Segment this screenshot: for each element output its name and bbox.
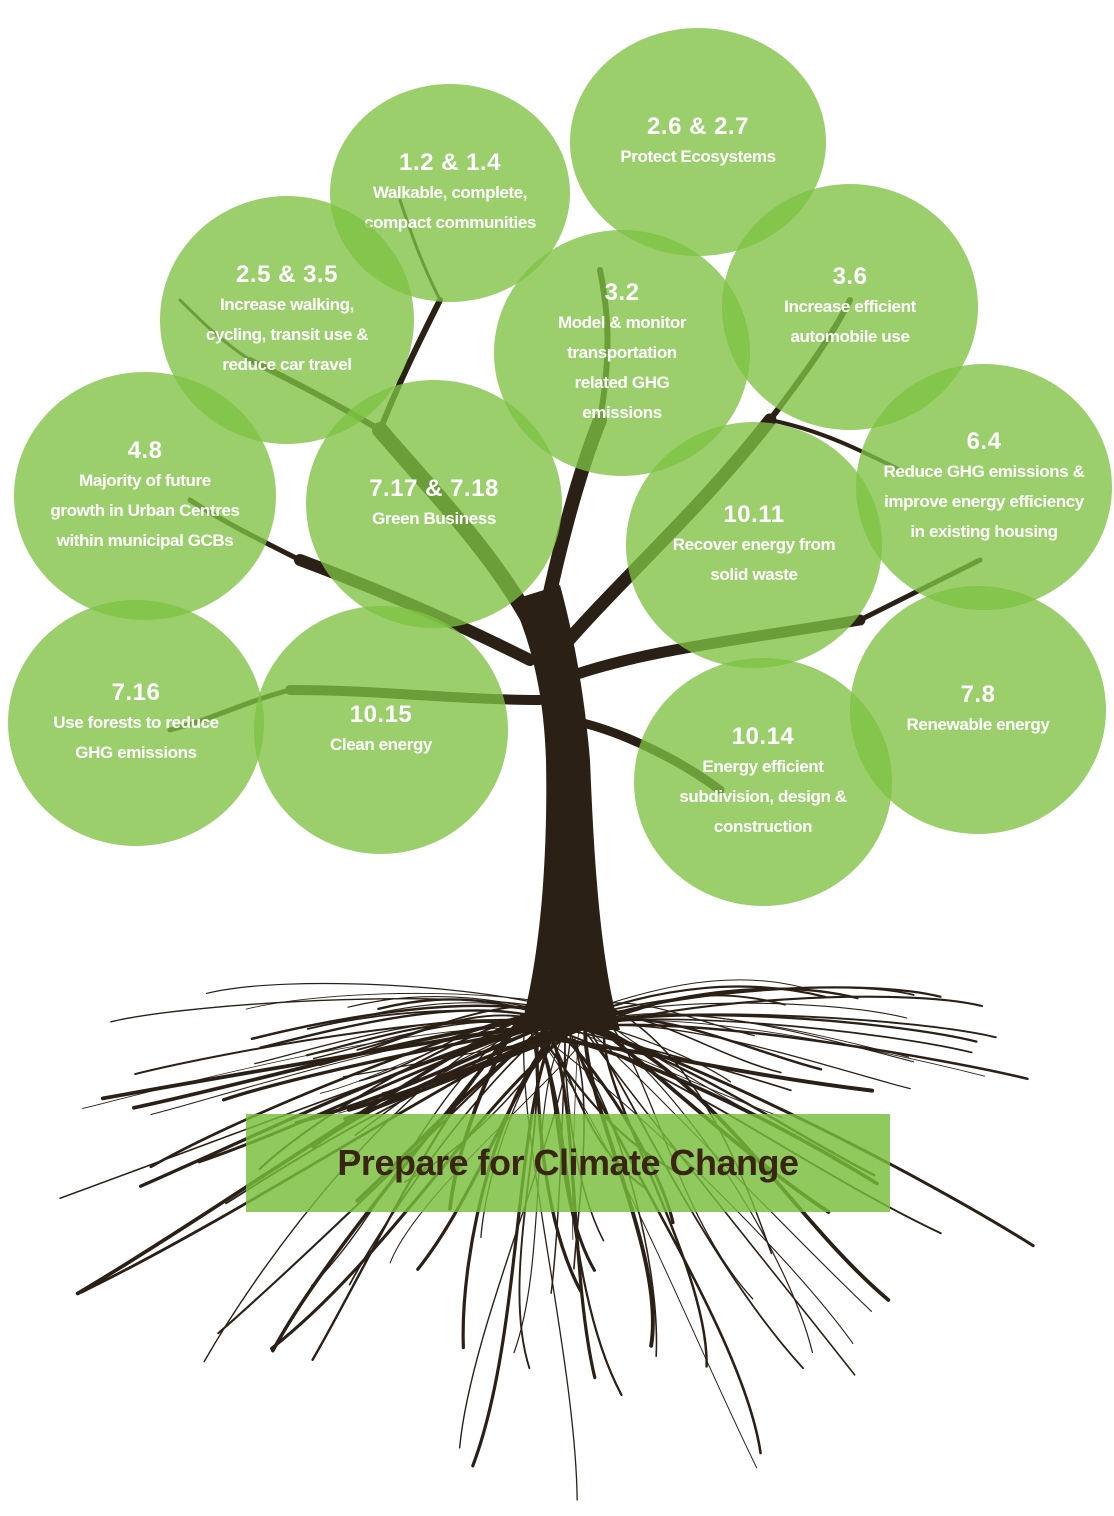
leaf-circle: 4.8 Majority of future growth in Urban C… (14, 372, 276, 620)
root (578, 1020, 986, 1077)
leaf-code: 2.5 & 3.5 (236, 261, 338, 288)
leaf-code: 3.2 (604, 279, 640, 306)
root (573, 1038, 762, 1455)
leaf-label: Protect Ecosystems (620, 147, 776, 166)
leaf-circle: 10.14 Energy efficient subdivision, desi… (634, 658, 892, 906)
root (259, 1009, 555, 1049)
leaf-label: Clean energy (330, 735, 432, 754)
leaf-label: Increase efficient automobile use (784, 297, 916, 346)
leaf-code: 1.2 & 1.4 (399, 149, 501, 176)
leaf-label: Renewable energy (906, 715, 1050, 734)
root (138, 1019, 552, 1188)
leaf-code: 6.4 (966, 428, 1002, 455)
leaf-code: 10.15 (349, 701, 413, 728)
leaf-code: 7.8 (960, 681, 996, 708)
leaf-code: 3.6 (832, 263, 868, 290)
root (594, 1013, 915, 1063)
leaf-label: Majority of future growth in Urban Centr… (50, 471, 240, 550)
leaf-label: Walkable, complete, compact communities (364, 183, 536, 232)
root (471, 1029, 557, 1468)
tree-trunk (512, 585, 620, 1030)
leaf-code: 10.14 (731, 723, 795, 750)
leaf-label: Reduce GHG emissions & improve energy ef… (883, 462, 1085, 541)
leaf-code: 2.6 & 2.7 (647, 113, 749, 140)
page-title: Prepare for Climate Change (337, 1142, 799, 1183)
root (81, 1028, 557, 1110)
leaf-code: 7.17 & 7.18 (369, 475, 499, 502)
leaf-circle: 10.15 Clean energy (254, 606, 508, 854)
title-banner: Prepare for Climate Change (246, 1114, 890, 1212)
leaf-circle: 7.17 & 7.18 Green Business (306, 380, 562, 628)
leaf-circle: 7.8 Renewable energy (850, 586, 1106, 834)
leaf-label: Model & monitor transportation related G… (557, 313, 687, 422)
leaf-circle: 6.4 Reduce GHG emissions & improve energ… (856, 364, 1112, 610)
root (254, 1019, 552, 1065)
leaf-code: 4.8 (127, 437, 163, 464)
leaf-label: Increase walking, cycling, transit use &… (205, 295, 369, 374)
tree-roots (59, 979, 1035, 1501)
root (593, 987, 859, 1024)
leaf-label: Recover energy from solid waste (672, 535, 836, 584)
leaf-label: Use forests to reduce GHG emissions (53, 713, 219, 762)
root (522, 1020, 578, 1501)
leaf-circle: 10.11 Recover energy from solid waste (626, 422, 882, 668)
leaf-circle: 7.16 Use forests to reduce GHG emissions (8, 600, 264, 846)
leaf-code: 7.16 (111, 679, 161, 706)
leaf-label: Energy efficient subdivision, design & c… (679, 757, 847, 836)
leaf-label: Green Business (372, 509, 496, 528)
root (524, 1020, 758, 1469)
leaf-code: 10.11 (723, 501, 785, 528)
